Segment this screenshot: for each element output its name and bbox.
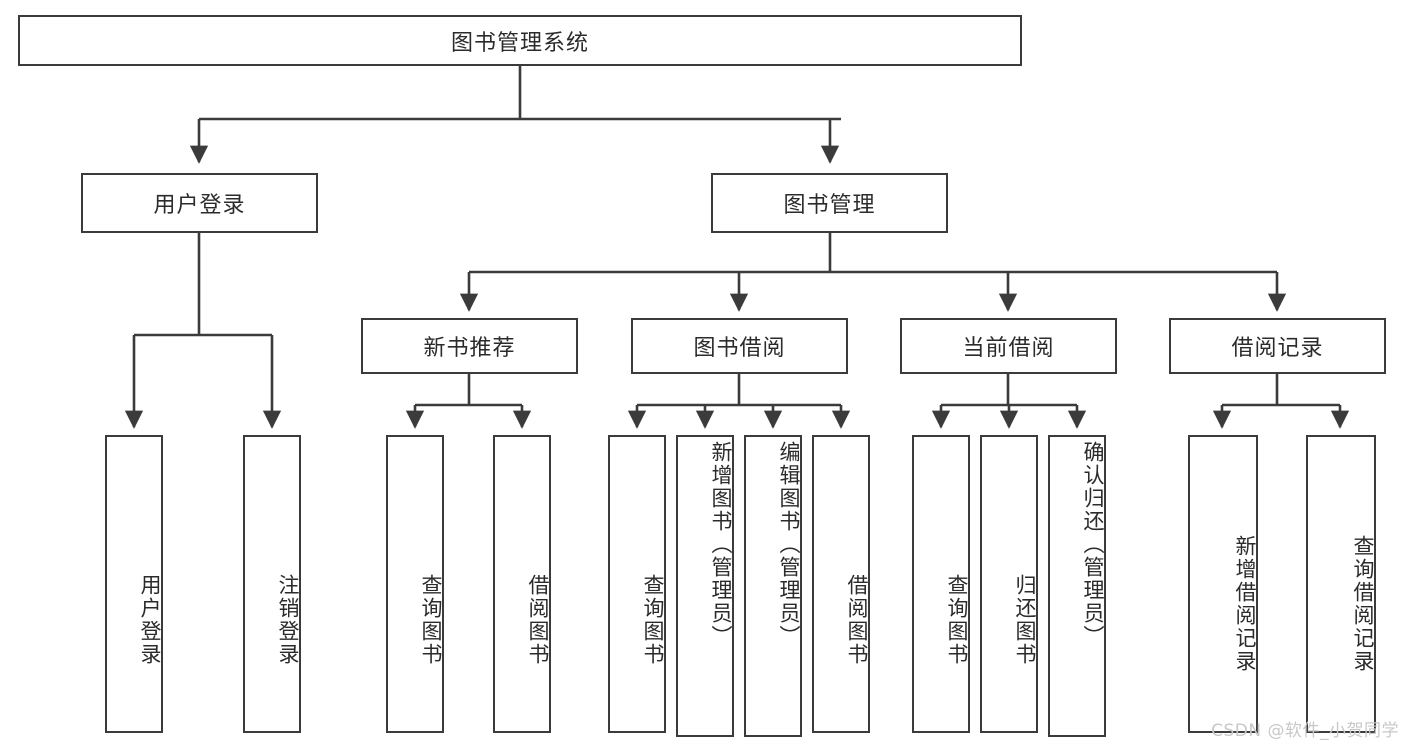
leaf-current-borrow-return[interactable]: 归还图书 <box>980 435 1038 733</box>
leaf-book-borrow-edit[interactable]: 编辑图书（管理员） <box>744 435 802 737</box>
leaf-book-borrow-edit-label: 编辑图书（管理员） <box>777 441 801 648</box>
leaf-book-borrow-add-label: 新增图书（管理员） <box>709 441 733 648</box>
leaf-borrow-record-query[interactable]: 查询借阅记录 <box>1306 435 1376 733</box>
leaf-new-book-query-label: 查询图书 <box>419 574 443 666</box>
node-borrow-record-label: 借阅记录 <box>1231 336 1324 361</box>
leaf-borrow-record-query-label: 查询借阅记录 <box>1351 535 1375 673</box>
node-book-borrow-label: 图书借阅 <box>693 336 786 361</box>
leaf-current-borrow-confirm-label: 确认归还（管理员） <box>1081 441 1105 648</box>
leaf-new-book-borrow[interactable]: 借阅图书 <box>493 435 551 733</box>
node-root[interactable]: 图书管理系统 <box>18 15 1022 66</box>
node-book-management[interactable]: 图书管理 <box>711 173 948 233</box>
leaf-new-book-borrow-label: 借阅图书 <box>526 574 550 666</box>
leaf-user-login-signin[interactable]: 用户登录 <box>105 435 163 733</box>
node-borrow-record[interactable]: 借阅记录 <box>1169 318 1386 374</box>
node-root-label: 图书管理系统 <box>450 30 589 56</box>
node-new-book-recommend[interactable]: 新书推荐 <box>361 318 578 374</box>
leaf-new-book-query[interactable]: 查询图书 <box>386 435 444 733</box>
csdn-watermark: CSDN @软件_小贺同学 <box>1211 721 1399 741</box>
node-user-login-label: 用户登录 <box>153 193 246 218</box>
leaf-borrow-record-add[interactable]: 新增借阅记录 <box>1188 435 1258 733</box>
leaf-current-borrow-return-label: 归还图书 <box>1013 574 1037 666</box>
leaf-current-borrow-query[interactable]: 查询图书 <box>912 435 970 733</box>
node-book-borrow[interactable]: 图书借阅 <box>631 318 848 374</box>
leaf-book-borrow-lend-label: 借阅图书 <box>845 574 869 666</box>
leaf-borrow-record-add-label: 新增借阅记录 <box>1233 535 1257 673</box>
leaf-book-borrow-lend[interactable]: 借阅图书 <box>812 435 870 733</box>
leaf-book-borrow-add[interactable]: 新增图书（管理员） <box>676 435 734 737</box>
node-current-borrow[interactable]: 当前借阅 <box>900 318 1117 374</box>
leaf-user-login-signin-label: 用户登录 <box>138 574 162 666</box>
leaf-user-login-signout-label: 注销登录 <box>276 574 300 666</box>
node-user-login[interactable]: 用户登录 <box>81 173 318 233</box>
node-book-management-label: 图书管理 <box>783 193 876 218</box>
node-new-book-recommend-label: 新书推荐 <box>423 336 516 361</box>
leaf-user-login-signout[interactable]: 注销登录 <box>243 435 301 733</box>
leaf-book-borrow-query-label: 查询图书 <box>641 574 665 666</box>
leaf-current-borrow-query-label: 查询图书 <box>945 574 969 666</box>
node-current-borrow-label: 当前借阅 <box>962 336 1055 361</box>
leaf-current-borrow-confirm[interactable]: 确认归还（管理员） <box>1048 435 1106 737</box>
leaf-book-borrow-query[interactable]: 查询图书 <box>608 435 666 733</box>
